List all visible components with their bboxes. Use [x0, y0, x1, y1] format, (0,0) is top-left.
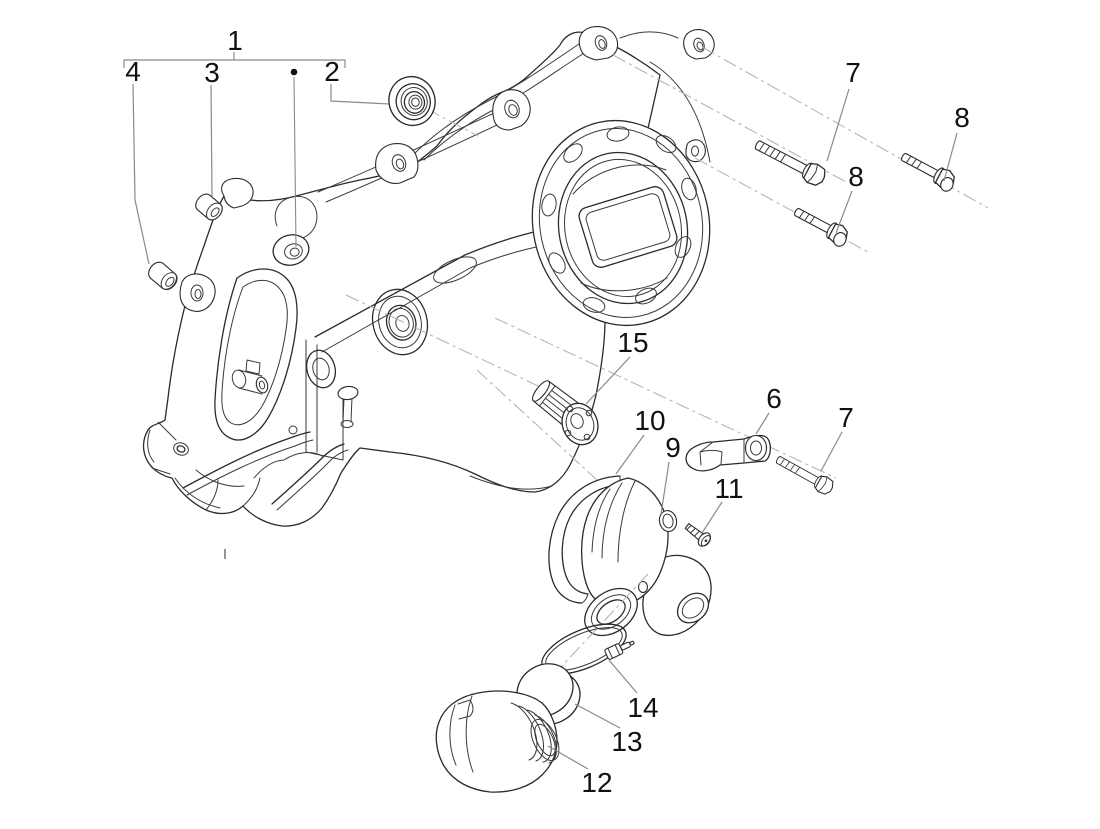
- part-11-screw: [684, 523, 712, 547]
- centerlines: [345, 46, 989, 481]
- cover-flange: [531, 26, 715, 327]
- group-bracket: [123, 59, 346, 68]
- part-15-bushing: [531, 380, 599, 446]
- callout-label-6: 6: [766, 383, 782, 414]
- leader-line-13: [574, 703, 621, 729]
- callout-label-9: 9: [665, 432, 681, 463]
- starter-mechanism: [231, 359, 269, 395]
- callout-label-12: 12: [581, 767, 612, 798]
- callout-label-13: 13: [611, 726, 642, 757]
- leader-line-8b: [835, 190, 853, 234]
- part-3-spacer: [195, 193, 223, 221]
- assembly-dot: [290, 68, 298, 76]
- part-7-bolt: [776, 456, 834, 495]
- leader-line-11: [701, 501, 723, 534]
- leader-line-7a: [826, 88, 850, 162]
- callout-label-14: 14: [627, 692, 658, 723]
- leader-line-6: [755, 412, 770, 435]
- callout-label-11: 11: [714, 473, 743, 504]
- part-8-bolt: [901, 152, 955, 192]
- callout-label-7a: 7: [845, 57, 861, 88]
- callout-label-10: 10: [634, 405, 665, 436]
- part-8-bolt: [794, 207, 848, 247]
- callout-label-3: 3: [204, 57, 220, 88]
- part-10-gasket: [548, 475, 621, 604]
- part-4-spacer: [148, 261, 178, 291]
- callout-label-8a: 8: [954, 102, 970, 133]
- flange-bolt-holes: [541, 126, 697, 313]
- leader-line-14: [608, 659, 638, 694]
- leader-line-12: [547, 745, 589, 770]
- part-2-roller: [388, 75, 436, 127]
- part-9-intake-cover: [580, 477, 678, 637]
- part-6-bracket: [685, 434, 772, 472]
- callout-label-2: 2: [324, 56, 340, 87]
- crankshaft-boss: [371, 288, 429, 356]
- callout-label-8b: 8: [848, 161, 864, 192]
- leader-line-3: [210, 84, 213, 197]
- assembly-dot-leader: [293, 76, 297, 248]
- leader-line-10: [615, 434, 645, 475]
- leader-line-15: [585, 356, 631, 405]
- part-7-bolt: [754, 140, 826, 186]
- callout-label-7b: 7: [838, 402, 854, 433]
- crankcase-cover-body: [142, 31, 711, 527]
- leader-line-4: [132, 83, 150, 265]
- leader-line-9: [660, 461, 670, 515]
- part-12-cap: [435, 690, 560, 793]
- inspection-plate: [578, 186, 678, 268]
- callout-label-4: 4: [125, 56, 141, 87]
- leader-line-2: [330, 84, 390, 105]
- callout-label-1: 1: [227, 25, 243, 56]
- leader-line-7b: [820, 431, 843, 472]
- leader-line-8a: [943, 132, 958, 182]
- callout-label-15: 15: [617, 327, 648, 358]
